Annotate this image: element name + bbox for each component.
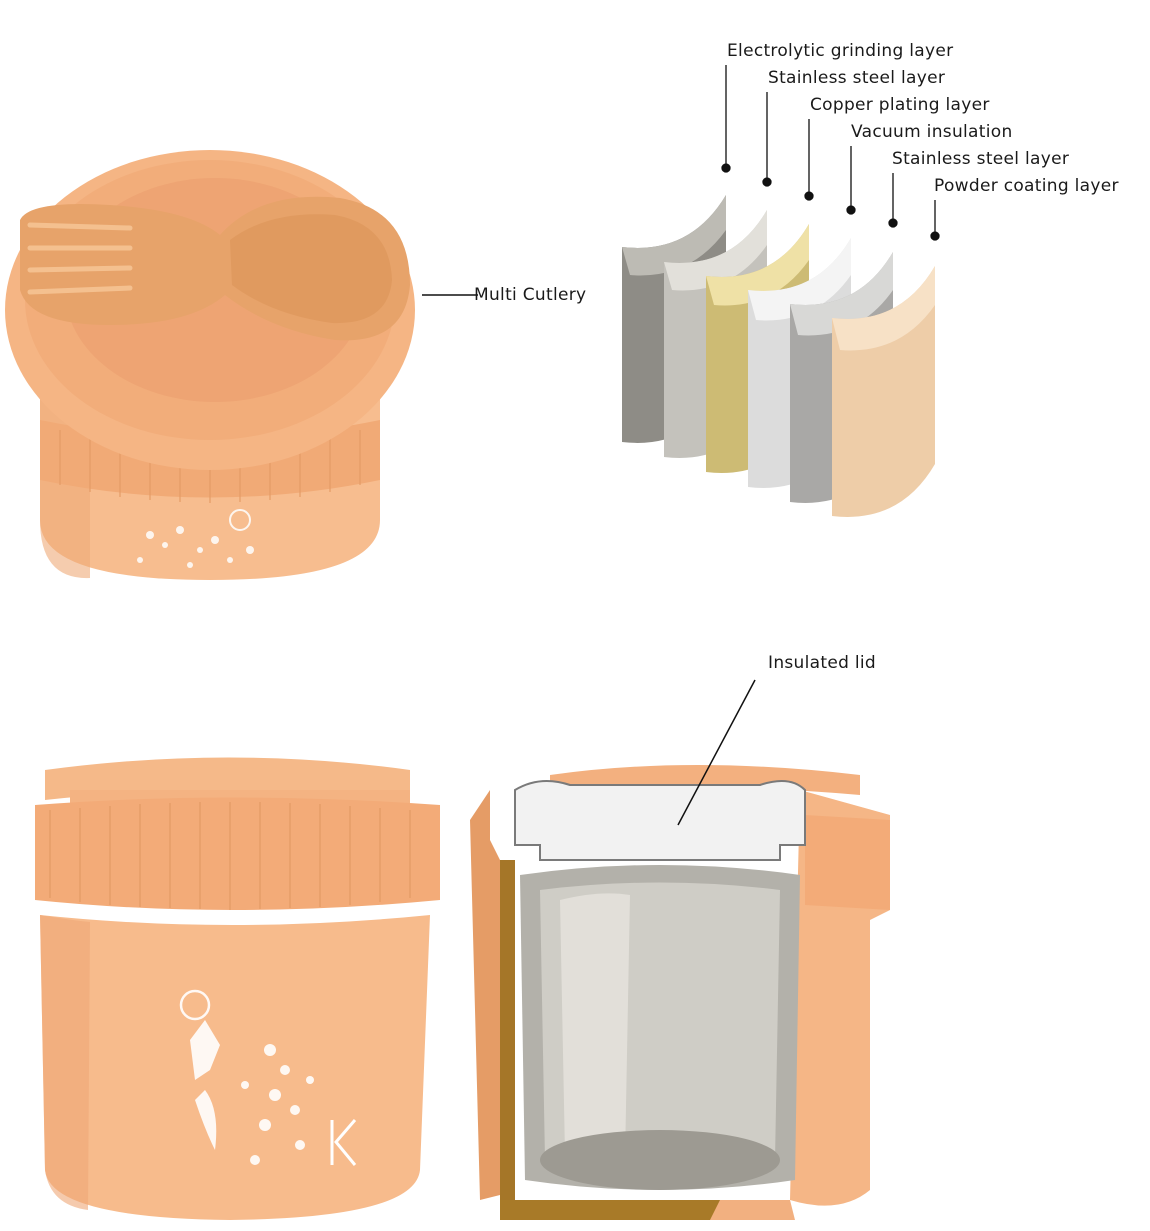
container-cutaway-view (470, 765, 890, 1220)
layer-diagram (622, 65, 940, 517)
container-top-view (5, 150, 415, 580)
layer-label-2: Stainless steel layer (768, 68, 946, 88)
insulated-lid-foam (514, 780, 806, 861)
layer-label-5: Stainless steel layer (892, 149, 1070, 169)
layer-label-3: Copper plating layer (810, 95, 990, 115)
insulated-lid-label: Insulated lid (768, 653, 877, 673)
multi-cutlery-leader (422, 294, 478, 296)
floral-pattern-icon (137, 509, 254, 568)
brand-k-logo (330, 1119, 357, 1166)
layer-label-4: Vacuum insulation (851, 122, 1013, 142)
floral-pattern-icon (179, 989, 314, 1165)
layer-label-6: Powder coating layer (934, 176, 1119, 196)
multi-cutlery-label: Multi Cutlery (474, 285, 587, 305)
spork-icon (20, 196, 410, 341)
container-side-view (35, 757, 440, 1220)
insulated-lid-leader (677, 679, 756, 826)
layer-sheet-6 (832, 266, 935, 517)
layer-label-1: Electrolytic grinding layer (727, 41, 954, 61)
